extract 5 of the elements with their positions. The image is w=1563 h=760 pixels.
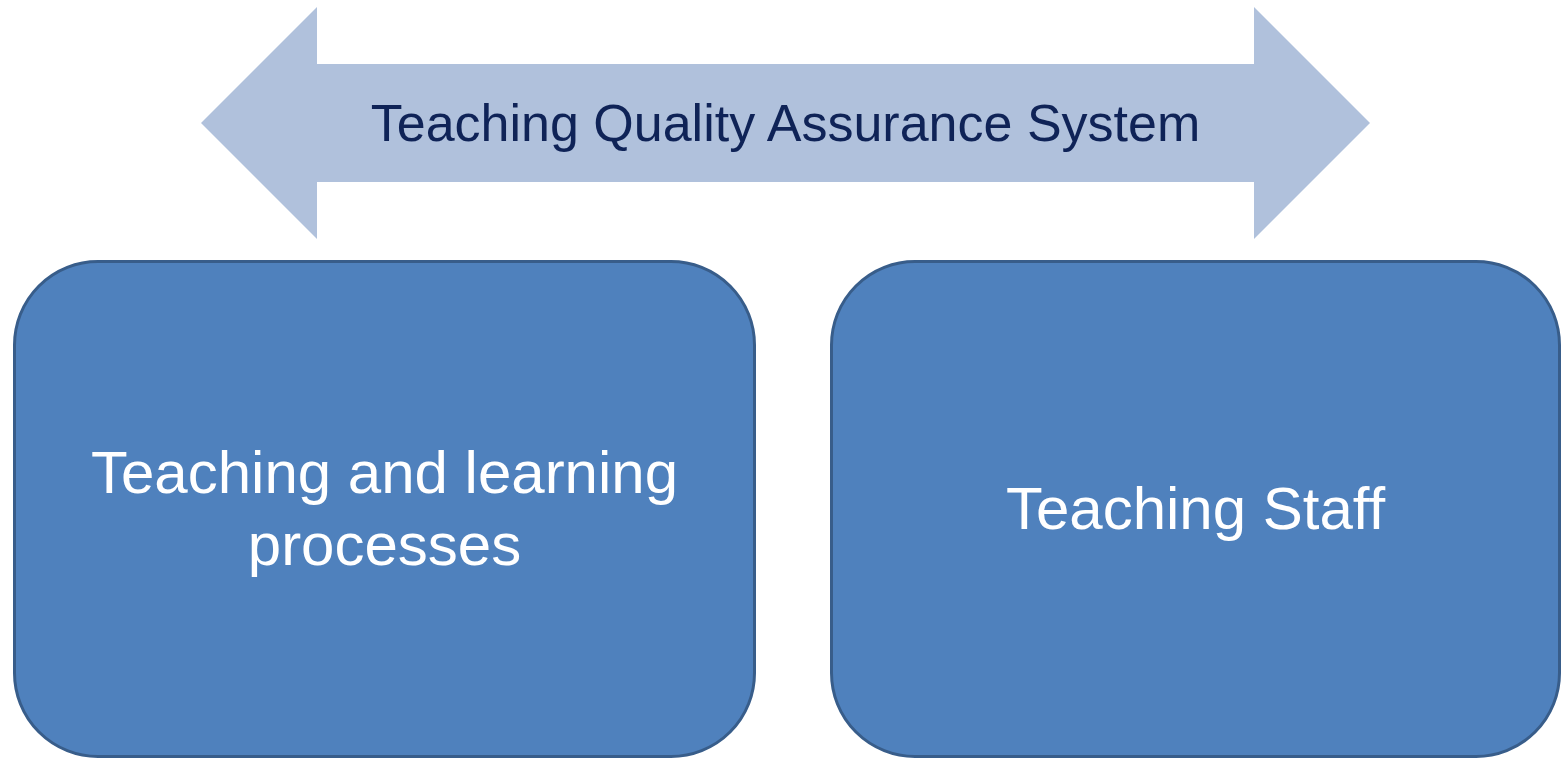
- arrow-label: Teaching Quality Assurance System: [370, 92, 1201, 154]
- box-label: Teaching Staff: [1005, 474, 1386, 544]
- box-label: Teaching and learning processes: [89, 438, 680, 580]
- rounded-box: [13, 260, 756, 758]
- rounded-box: [830, 260, 1561, 758]
